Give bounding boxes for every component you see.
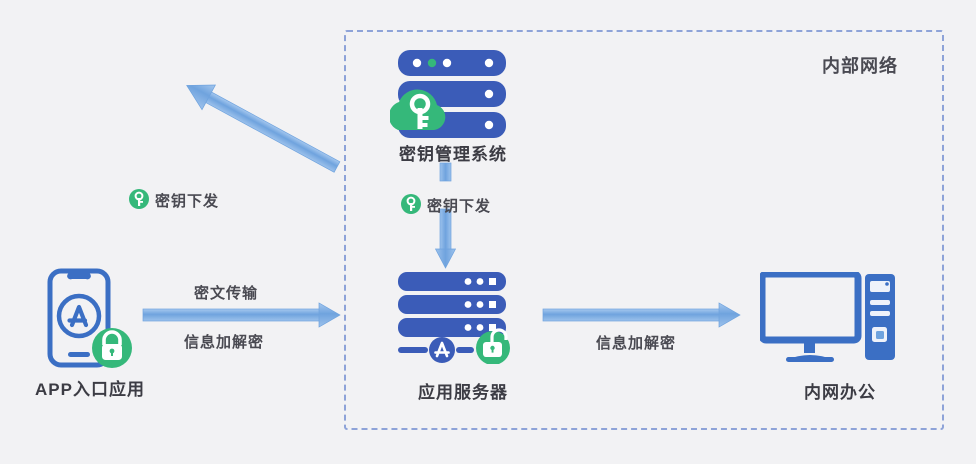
key-issue-vertical-label: 密钥下发 — [427, 198, 492, 215]
key-issue-diagonal-label: 密钥下发 — [155, 193, 220, 210]
intranet-office-icon — [758, 270, 895, 372]
ciphertext-transfer-label-bottom: 信息加解密 — [184, 334, 265, 351]
internal-network-label: 内部网络 — [822, 56, 898, 76]
server-stack-unlock-icon — [398, 272, 510, 365]
key-issue-vertical-arrow — [434, 162, 457, 269]
app-server-icon — [396, 272, 526, 369]
server-stack-cloud-key-icon — [388, 50, 506, 138]
kms-label: 密钥管理系统 — [399, 145, 507, 164]
ciphertext-transfer-label-top: 密文传输 — [194, 285, 259, 302]
mobile-phone-app-lock-icon — [47, 268, 132, 368]
app-entry-label: APP入口应用 — [35, 380, 145, 399]
desktop-computer-tower-icon — [758, 270, 895, 362]
app-entry-icon — [42, 268, 137, 378]
key-badge-icon — [129, 189, 149, 209]
server-to-office-arrow — [542, 302, 741, 328]
internal-network-zone — [344, 30, 944, 430]
app-server-label: 应用服务器 — [418, 383, 508, 402]
key-issue-diagonal-arrow — [186, 84, 341, 173]
ciphertext-transfer-arrow — [142, 302, 341, 328]
kms-icon — [388, 48, 515, 153]
intranet-office-label: 内网办公 — [804, 383, 876, 402]
key-badge-icon — [401, 194, 421, 214]
server-to-office-label: 信息加解密 — [596, 335, 677, 352]
